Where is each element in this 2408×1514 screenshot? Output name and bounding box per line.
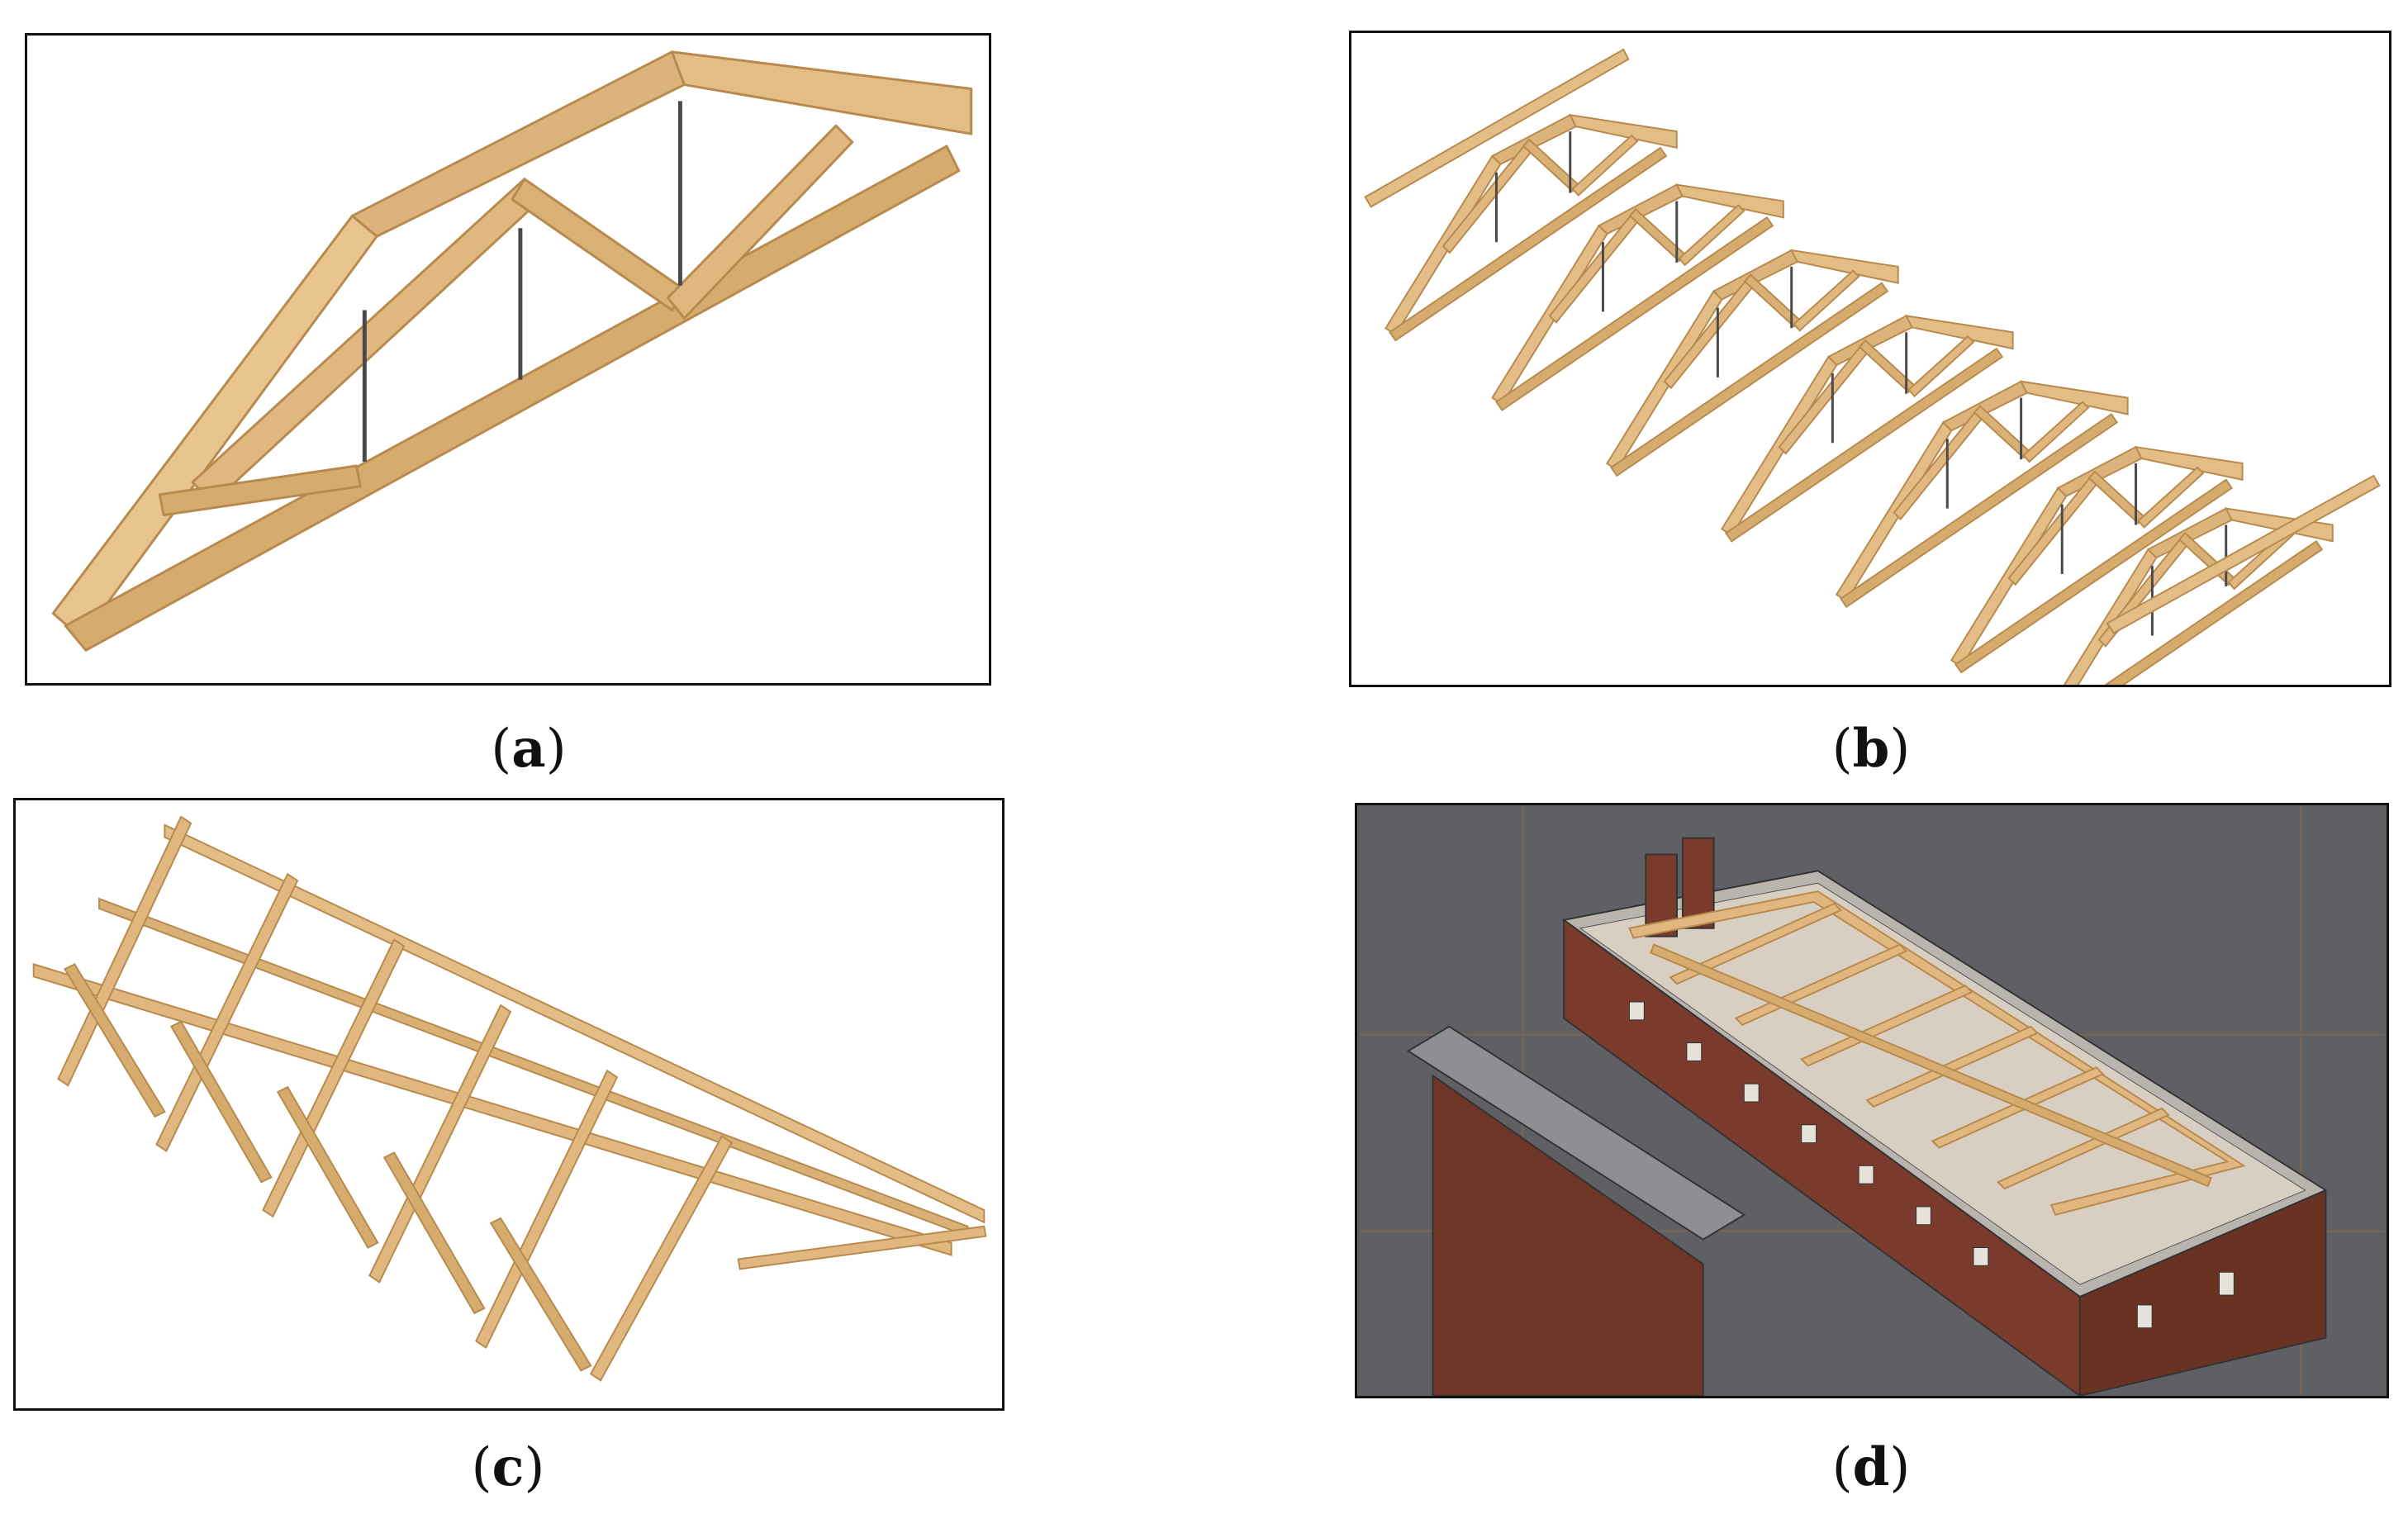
frame-3 [262,938,406,1218]
caption-c-close: ) [524,1437,545,1498]
caption-b-close: ) [1889,719,1911,780]
roof-truss-5 [1931,1066,2105,1149]
building-wing [1432,1074,1704,1396]
truss-row [1364,48,2381,685]
truss-web-2 [511,178,686,311]
caption-b-open: ( [1831,719,1853,780]
truss-series-illustration [1364,48,2381,685]
roof-truss-3 [1799,984,1973,1067]
roof-frame-illustration [32,815,987,1382]
truss-outline [1628,890,2246,1217]
frame-5 [475,1069,619,1350]
frame-diag-5 [489,1217,592,1372]
caption-d: (d) [1788,1441,1954,1495]
building-facade-long [1563,918,2081,1396]
frame-diag-1 [63,963,166,1118]
wing-roof [1406,1025,1746,1241]
building-roof-illustration [1359,805,2385,1396]
frame-4 [368,1004,512,1284]
caption-a: (a) [446,723,611,776]
truss-web-3 [667,124,854,320]
roof-truss-6 [1997,1107,2170,1190]
frame-diag-2 [169,1020,273,1184]
frame-diag-4 [382,1151,486,1315]
ridge-beam-front [32,963,952,1256]
caption-d-close: ) [1889,1437,1911,1498]
caption-b: (b) [1788,723,1954,776]
roof-truss-1 [1669,902,1843,985]
frame-end [737,1225,987,1270]
frame-1 [57,815,192,1087]
ridge-beam-mid [98,897,969,1238]
ridge-beam-back [164,823,986,1224]
caption-c: (c) [425,1441,591,1495]
caption-c-letter: c [492,1436,525,1498]
caption-d-open: ( [1831,1437,1853,1498]
caption-a-close: ) [545,719,567,780]
building-roof-deck [1579,882,2306,1285]
facade-windows [1628,1001,2235,1329]
frame-diag-3 [276,1085,379,1249]
roof-truss-4 [1865,1025,2040,1108]
panel-b-truss-series [1349,31,2391,687]
caption-b-letter: b [1852,718,1890,780]
half-truss-right [2106,474,2381,634]
caption-c-open: ( [471,1437,492,1498]
panel-a-single-truss [25,33,991,686]
truss-top-chord-right [670,50,973,135]
caption-d-letter: d [1852,1436,1890,1498]
panel-d-building-roof [1355,803,2389,1398]
building-facade-short [2078,1189,2327,1396]
truss-bottom-chord [64,145,961,652]
half-truss-left [1364,48,1630,208]
frame-6 [589,1135,734,1382]
frame-2 [155,872,299,1152]
truss-frames [57,815,987,1382]
single-truss-illustration [51,50,973,652]
caption-a-letter: a [511,718,546,780]
roof-truss-purlin [1649,943,2212,1188]
caption-a-open: ( [491,719,512,780]
roof-trusses [1628,890,2246,1217]
panel-c-roof-frame [13,798,1005,1411]
truss-web-bottom [158,464,362,517]
